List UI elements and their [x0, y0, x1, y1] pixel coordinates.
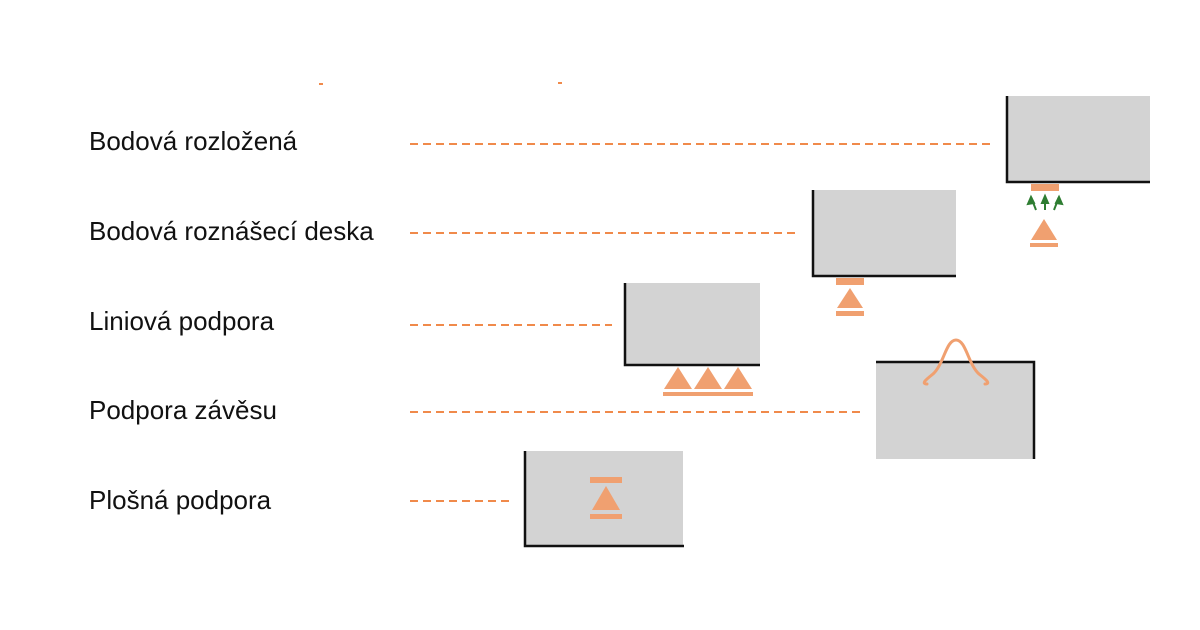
label-liniova-podpora: Liniová podpora — [89, 306, 275, 336]
spring-arrows-icon — [1026, 193, 1064, 211]
line-support-icon — [623, 283, 760, 396]
label-bodova-roznaseci-deska: Bodová roznášecí deska — [89, 216, 374, 246]
label-bodova-rozlozena: Bodová rozložená — [89, 126, 298, 156]
label-podpora-zavesu: Podpora závěsu — [89, 395, 277, 425]
hanger-support-icon — [876, 338, 1036, 459]
label-plosna-podpora: Plošná podpora — [89, 485, 272, 515]
surface-support-icon — [523, 451, 684, 548]
distributed-point-support-icon — [1005, 96, 1150, 247]
point-support-with-plate-icon — [811, 190, 956, 316]
